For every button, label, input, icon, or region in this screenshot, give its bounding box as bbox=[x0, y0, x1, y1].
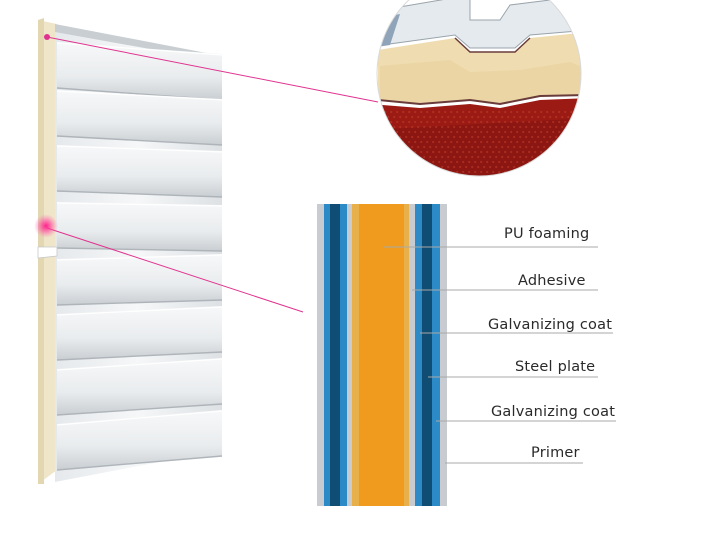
layer-diagram bbox=[317, 204, 447, 506]
layer-label-adhesive: Adhesive bbox=[518, 273, 586, 289]
layer-stripe bbox=[352, 204, 359, 506]
layer-stripe bbox=[415, 204, 422, 506]
layer-stripe bbox=[317, 204, 324, 506]
door-rib bbox=[56, 358, 223, 416]
layer-stripe bbox=[359, 204, 404, 506]
layer-stripe bbox=[440, 204, 447, 506]
garage-door-panel bbox=[37, 18, 223, 484]
layer-label-galvanizing-coat-inner: Galvanizing coat bbox=[488, 317, 613, 333]
layer-stripe bbox=[409, 204, 415, 506]
door-rib bbox=[56, 306, 223, 361]
layer-label-pu-foaming: PU foaming bbox=[504, 226, 590, 242]
layer-stripe bbox=[340, 204, 347, 506]
layer-label-primer: Primer bbox=[531, 445, 580, 461]
layer-stripe bbox=[330, 204, 340, 506]
layer-stripe bbox=[422, 204, 432, 506]
layer-label-galvanizing-coat-outer: Galvanizing coat bbox=[491, 404, 616, 420]
layer-stripe bbox=[324, 204, 330, 506]
layer-label-steel-plate: Steel plate bbox=[515, 359, 596, 375]
layer-stripe bbox=[404, 204, 409, 506]
door-rib bbox=[56, 410, 223, 471]
cross-section-photo bbox=[376, 0, 582, 177]
layer-stripe bbox=[347, 204, 352, 506]
layer-stripe bbox=[432, 204, 440, 506]
door-rib bbox=[56, 254, 223, 306]
door-rib bbox=[56, 202, 223, 252]
marker-glow bbox=[34, 214, 58, 238]
door-rib bbox=[56, 145, 223, 198]
door-rib bbox=[56, 90, 223, 146]
